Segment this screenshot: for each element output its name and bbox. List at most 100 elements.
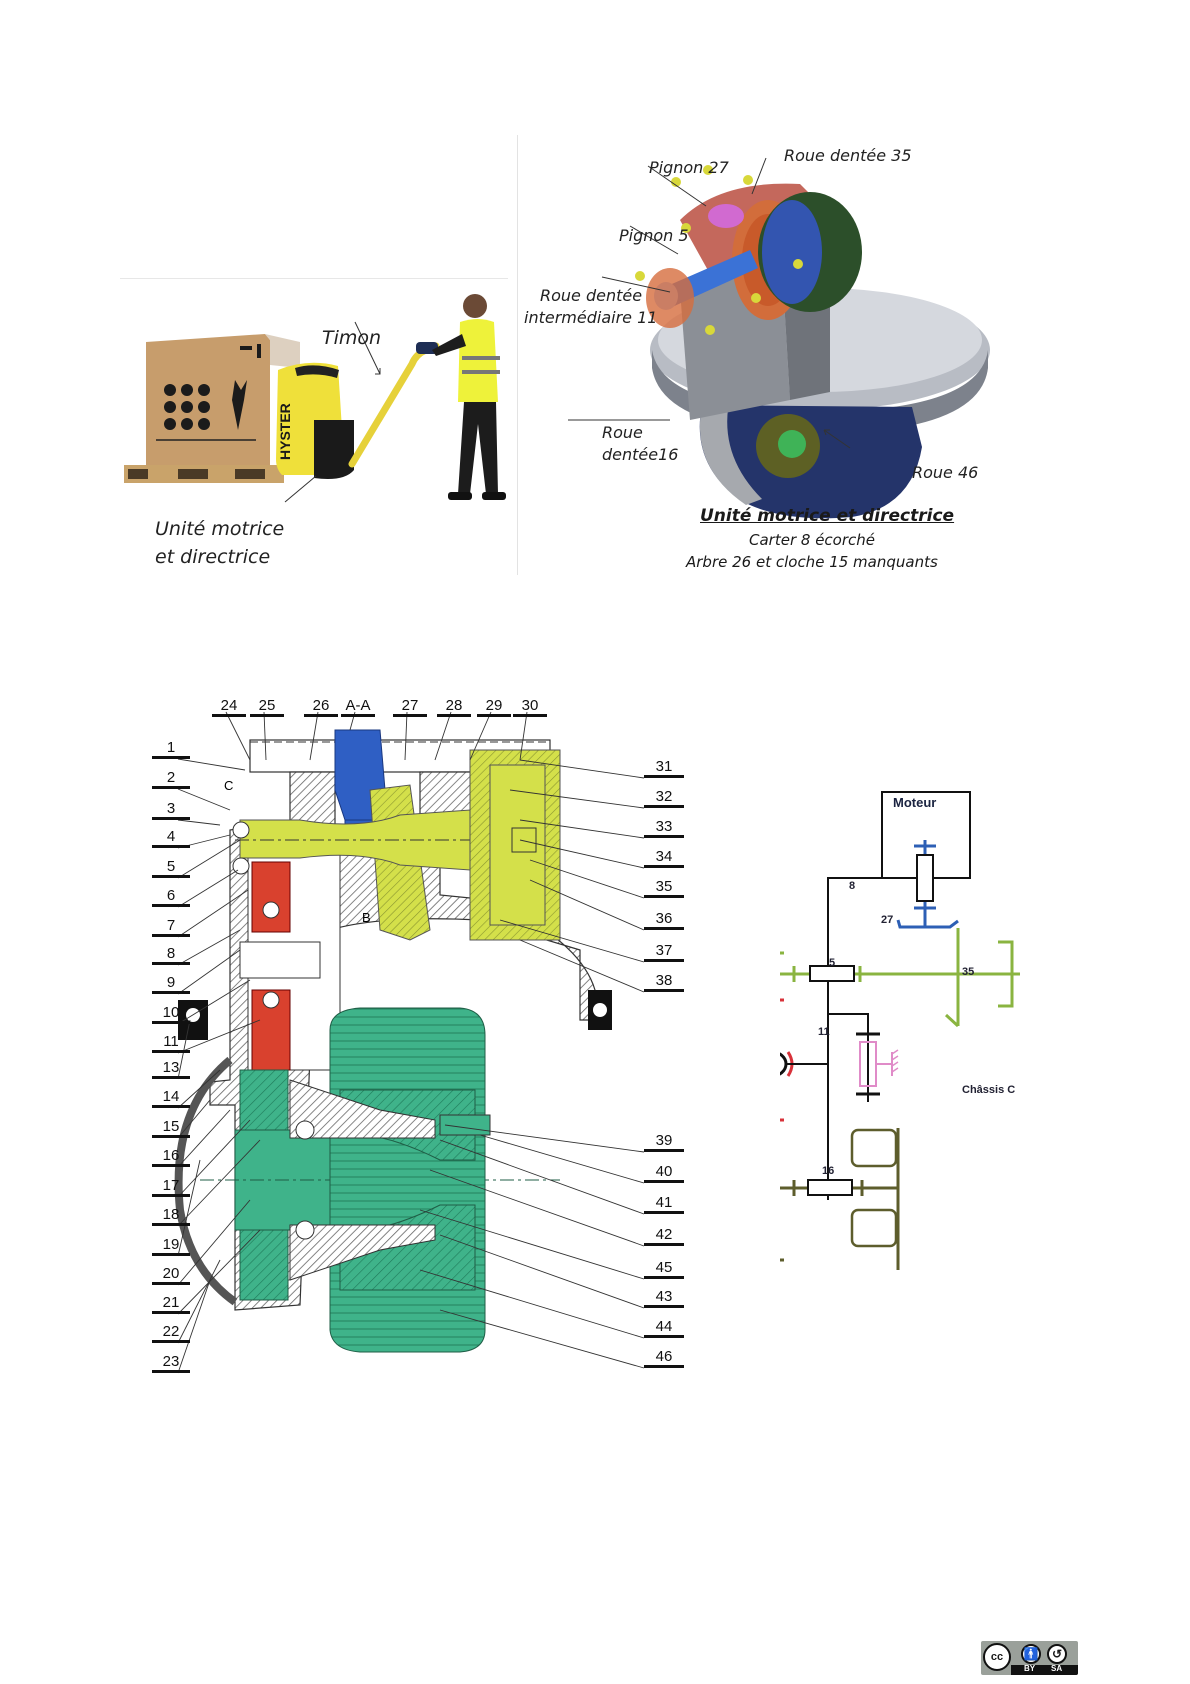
callout-left-20: 20 <box>152 1265 190 1285</box>
callout-left-23: 23 <box>152 1353 190 1373</box>
leader-line <box>519 759 645 779</box>
label-pignon-5: Pignon 5 <box>619 226 689 245</box>
leader-line <box>509 789 645 809</box>
leader-line <box>499 919 645 963</box>
schema-label-chassis: Châssis C <box>962 1084 1016 1096</box>
by-icon: 🚹 <box>1021 1644 1041 1664</box>
callout-top-26: 26 <box>304 697 338 717</box>
section-drawing: B C <box>174 711 645 1374</box>
leader-line <box>439 1309 645 1369</box>
label-roue-35: Roue dentée 35 <box>784 146 912 165</box>
callout-left-18: 18 <box>152 1206 190 1226</box>
callout-right-44: 44 <box>644 1318 684 1338</box>
gear-11-upper <box>251 861 291 933</box>
schema-label-16: 16 <box>822 1165 835 1177</box>
callout-left-11: 11 <box>152 1033 190 1053</box>
callout-right-45: 45 <box>644 1259 684 1279</box>
wheel-46-schema-top <box>850 1128 898 1168</box>
callout-right-42: 42 <box>644 1226 684 1246</box>
callout-left-8: 8 <box>152 945 190 965</box>
leader-line <box>444 1124 645 1153</box>
callout-top-28: 28 <box>437 697 471 717</box>
callout-right-32: 32 <box>644 788 684 808</box>
callout-left-7: 7 <box>152 917 190 937</box>
leader-line <box>439 1234 645 1309</box>
callout-right-34: 34 <box>644 848 684 868</box>
callout-right-43: 43 <box>644 1288 684 1308</box>
leader-line <box>429 1169 645 1247</box>
leader-line <box>519 819 645 839</box>
label-roue-11-line2: intermédiaire 11 <box>524 308 658 327</box>
leader-line <box>469 711 492 761</box>
leader-line <box>177 1229 261 1315</box>
label-roue-11-line1: Roue dentée <box>540 286 643 305</box>
leader-line <box>225 711 251 761</box>
callout-left-5: 5 <box>152 858 190 878</box>
cover-15 <box>174 1056 238 1306</box>
callout-right-40: 40 <box>644 1163 684 1183</box>
leader-line <box>177 1069 221 1109</box>
schema-label-27: 27 <box>881 914 894 926</box>
callout-left-19: 19 <box>152 1236 190 1256</box>
schema-label-5: 5 <box>829 957 836 969</box>
motor-label: Moteur <box>893 795 937 810</box>
leader-line <box>177 758 246 771</box>
leader-line <box>419 1209 645 1280</box>
screws <box>635 165 803 335</box>
section-mark-b: B <box>362 910 371 925</box>
photo-top-divider <box>120 278 508 279</box>
leader-line <box>177 1109 231 1168</box>
leader-line <box>519 939 645 993</box>
wheel-46 <box>329 1007 486 1353</box>
callout-left-22: 22 <box>152 1323 190 1343</box>
leader-line <box>177 1119 251 1198</box>
leader-line <box>177 1159 201 1257</box>
by-label: BY <box>1024 1664 1036 1673</box>
schema-label-35: 35 <box>962 966 975 978</box>
wheel-46-schema-bottom <box>850 1208 898 1248</box>
callout-left-9: 9 <box>152 974 190 994</box>
callout-right-36: 36 <box>644 910 684 930</box>
label-unit-line1: Unité motrice <box>155 518 285 540</box>
leader-line <box>177 1139 261 1227</box>
label-roue-16-line2: dentée16 <box>602 445 679 464</box>
callout-left-2: 2 <box>152 769 190 789</box>
leader-line <box>177 889 249 938</box>
callout-top-25: 25 <box>250 697 284 717</box>
cc-icon: cc <box>983 1643 1011 1671</box>
render-caption-line2: Arbre 26 et cloche 15 manquants <box>686 553 938 571</box>
leader-line <box>177 1019 191 1080</box>
callout-top-27: 27 <box>393 697 427 717</box>
callout-left-6: 6 <box>152 887 190 907</box>
callout-top-24: 24 <box>212 697 246 717</box>
cc-license-badge[interactable]: cc 🚹 ↺ BY SA <box>981 1641 1078 1675</box>
leader-line <box>177 1199 251 1286</box>
label-roue-16-line1: Roue <box>602 423 643 442</box>
leader-line <box>479 1134 645 1184</box>
leader-line <box>439 1139 645 1215</box>
render-caption-title: Unité motrice et directrice <box>700 506 955 526</box>
bevel-27 <box>896 919 959 929</box>
callout-left-15: 15 <box>152 1118 190 1138</box>
callout-right-33: 33 <box>644 818 684 838</box>
schema-label-11: 11 <box>818 1026 830 1038</box>
leader-line <box>177 929 241 966</box>
leader-line <box>263 711 267 761</box>
leader-line <box>177 869 239 908</box>
callout-left-21: 21 <box>152 1294 190 1314</box>
callout-top-a-a: A-A <box>341 697 375 717</box>
callout-left-3: 3 <box>152 800 190 820</box>
kinematic-schema <box>780 791 1020 1270</box>
label-unit-line2: et directrice <box>155 546 271 568</box>
callout-right-41: 41 <box>644 1194 684 1214</box>
panel-divider <box>517 135 518 575</box>
callout-right-38: 38 <box>644 972 684 992</box>
leader-line <box>177 788 231 811</box>
label-roue-46: Roue 46 <box>912 463 979 482</box>
schema-label-8: 8 <box>849 880 856 892</box>
leader-line <box>419 1269 645 1339</box>
callout-right-35: 35 <box>644 878 684 898</box>
leader-line <box>177 949 241 995</box>
leader-line <box>177 1259 221 1344</box>
leader-line <box>309 711 319 761</box>
